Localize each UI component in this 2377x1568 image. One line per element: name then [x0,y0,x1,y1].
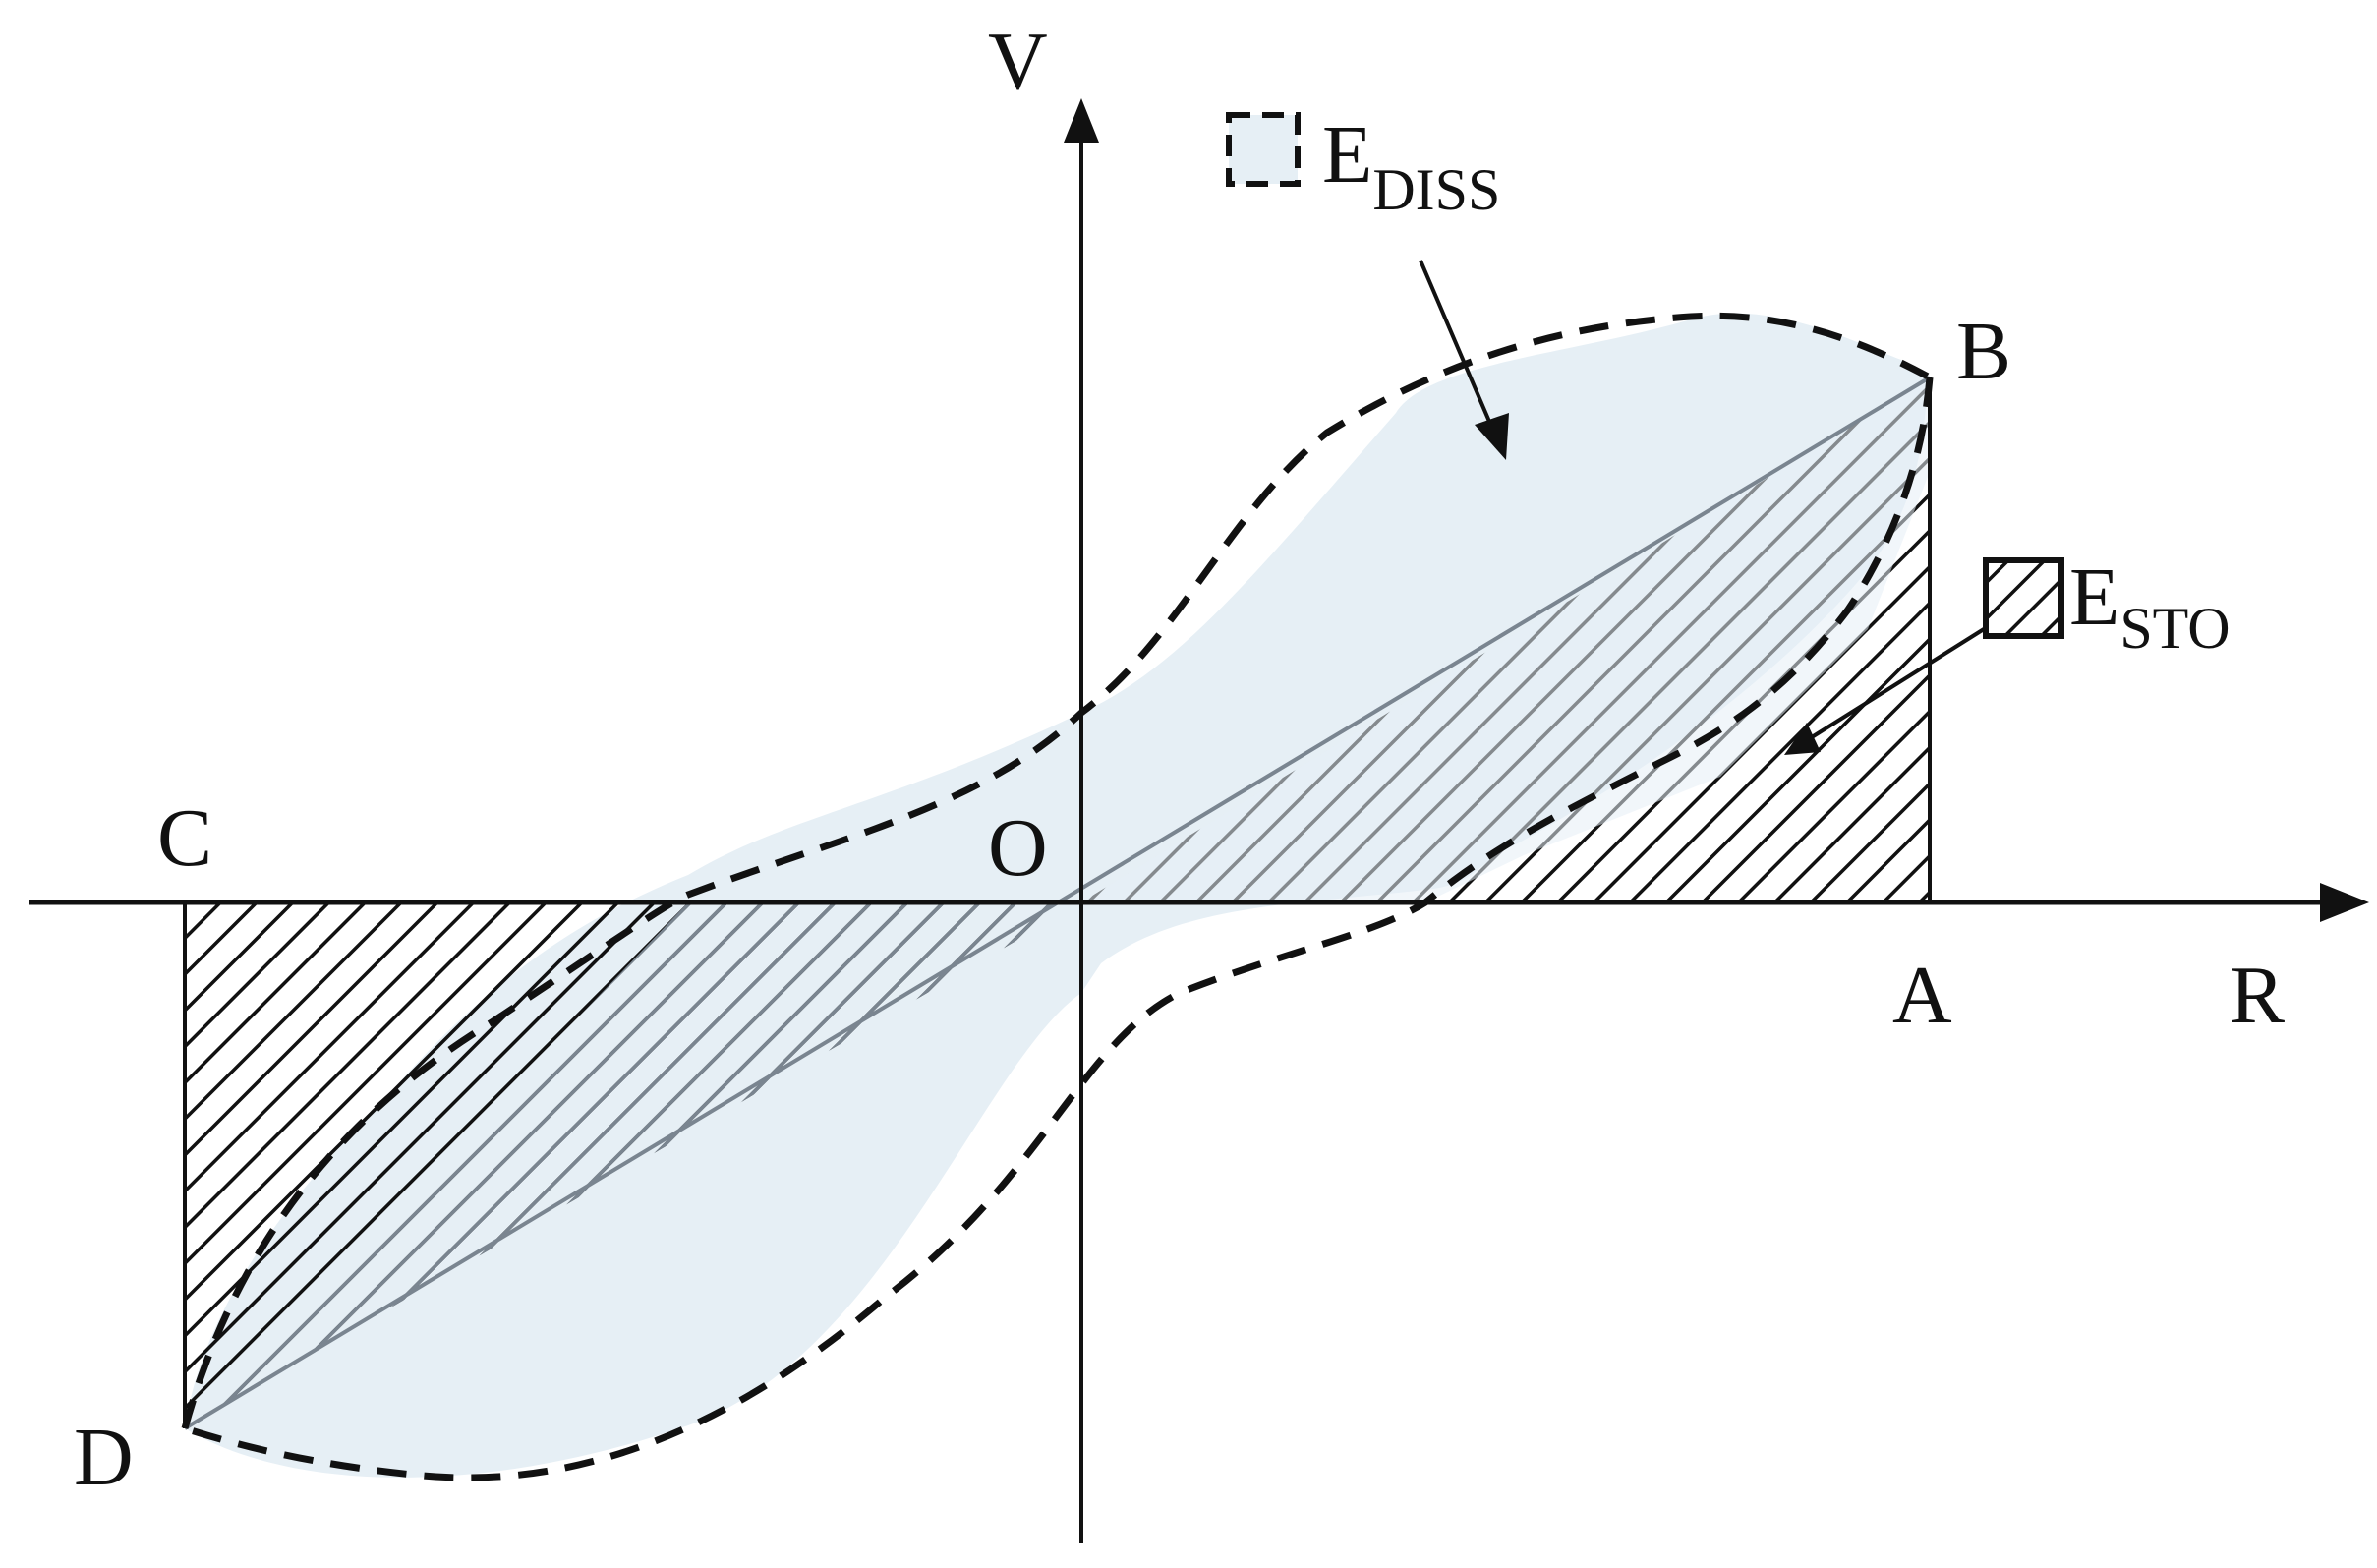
origin-label: O [988,802,1048,894]
r-axis-label: R [2230,950,2285,1041]
v-axis-label: V [988,16,1048,107]
point-c-label: C [157,792,212,884]
r-axis-arrowhead [2320,883,2369,922]
stored-legend-swatch [1983,557,2064,639]
stored-energy-overlap-negative [185,902,1081,1428]
stored-legend-label: ESTO [2069,552,2231,661]
stored-pointer-arrowhead [1784,723,1821,755]
dissipation-loop-fill [185,313,1930,1478]
point-b-label: B [1956,306,2011,397]
dissipated-pointer-arrowhead [1475,413,1509,460]
stored-pointer-arrow [1802,627,1986,744]
dissipated-legend-swatch [1226,112,1301,187]
stored-energy-overlap-positive [1081,377,1930,902]
point-a-label: A [1892,950,1952,1041]
v-axis-arrowhead [1064,98,1099,143]
point-d-label: D [74,1412,134,1503]
dissipated-pointer-arrow [1419,260,1498,438]
dissipation-loop-upper-branch [181,312,1932,1429]
dissipated-legend-label: EDISS [1322,109,1500,222]
